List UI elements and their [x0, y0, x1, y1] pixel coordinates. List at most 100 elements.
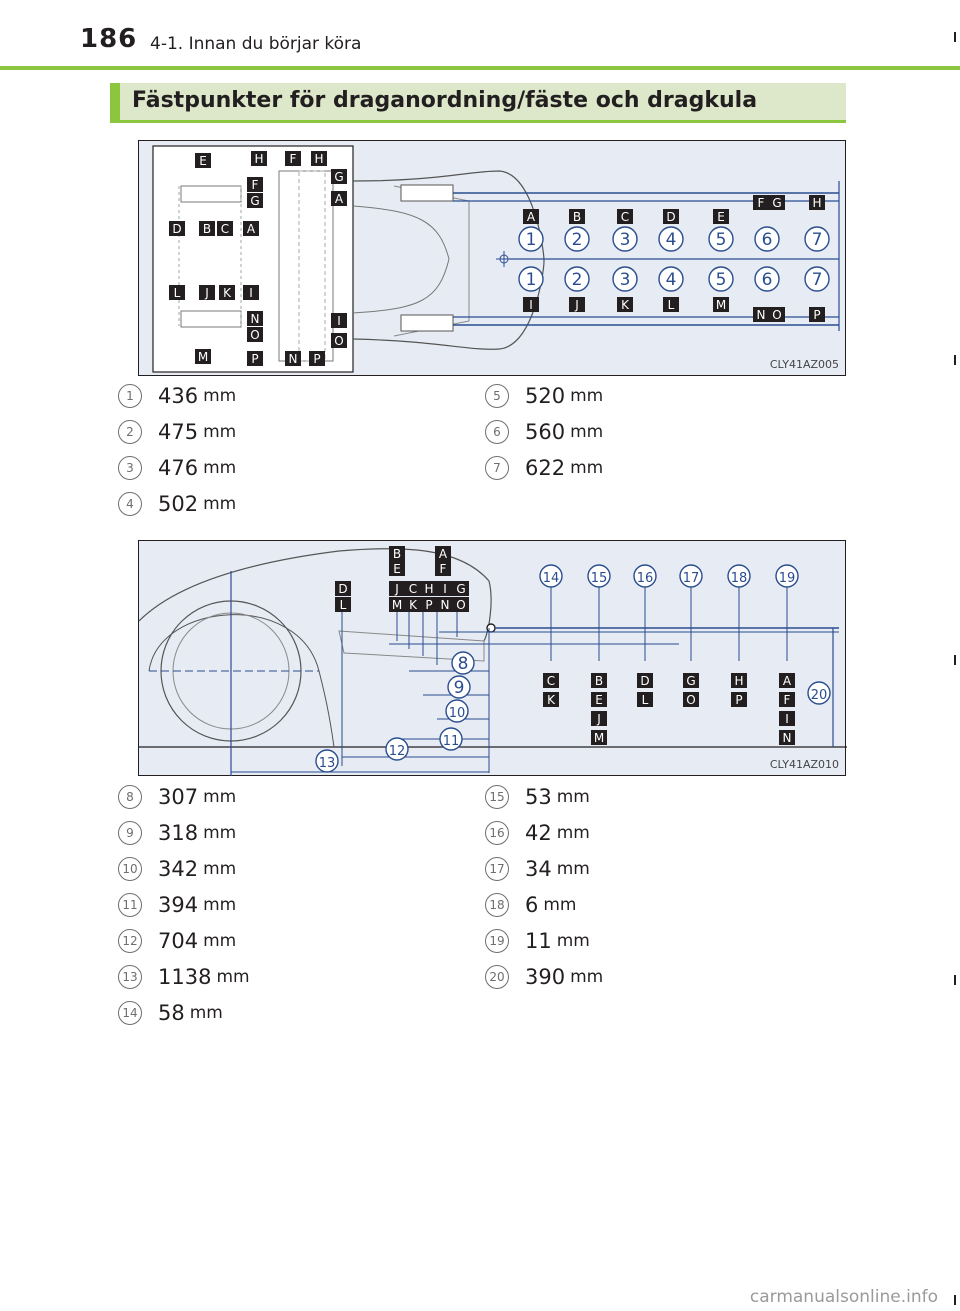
measurement-unit: mm	[570, 458, 604, 478]
measurement-number-badge: 2	[118, 420, 142, 444]
letter-label-box	[731, 692, 747, 707]
letter-label-box	[713, 209, 729, 224]
number-label: 3	[620, 270, 631, 290]
letter-label: C	[621, 210, 629, 224]
letter-label: N	[251, 312, 260, 326]
measurement-value: 42	[525, 821, 552, 845]
measurement-4: 4 502 mm	[118, 490, 236, 518]
letter-label: G	[250, 194, 259, 208]
measurement-value: 53	[525, 785, 552, 809]
letter-label: E	[199, 154, 207, 168]
number-label: 11	[443, 734, 460, 749]
letter-label: J	[204, 286, 209, 300]
number-label-circle	[385, 737, 409, 761]
measurement-unit: mm	[570, 967, 604, 987]
measurement-14: 14 58 mm	[118, 999, 223, 1027]
measurement-value: 560	[525, 420, 566, 444]
number-label: 14	[543, 571, 560, 586]
letter-label-box	[331, 169, 347, 184]
letter-label-box	[285, 351, 301, 366]
letter-label: N	[289, 352, 298, 366]
measurement-value: 622	[525, 456, 566, 480]
measurement-number-badge: 19	[485, 929, 509, 953]
measurement-unit: mm	[203, 458, 237, 478]
letter-label-box	[753, 307, 769, 322]
measurement-number-badge: 3	[118, 456, 142, 480]
letter-label: H	[812, 196, 821, 210]
letter-label: F	[252, 178, 259, 192]
letter-label: H	[314, 152, 323, 166]
measurement-unit: mm	[570, 422, 604, 442]
measurement-number-badge: 10	[118, 857, 142, 881]
letter-label: I	[443, 582, 447, 596]
letter-label-box	[569, 209, 585, 224]
letter-label: L	[174, 286, 181, 300]
measurement-2: 2 475 mm	[118, 418, 236, 446]
letter-label: J	[394, 582, 399, 596]
measurement-value: 34	[525, 857, 552, 881]
letter-label: A	[335, 192, 344, 206]
breadcrumb: 4-1. Innan du börjar köra	[150, 34, 362, 54]
letter-label-box	[543, 673, 559, 688]
letter-label-box	[683, 673, 699, 688]
measurement-value: 307	[158, 785, 199, 809]
number-label: 3	[620, 230, 631, 250]
number-label: 9	[454, 678, 465, 698]
measurement-value: 58	[158, 1001, 185, 1025]
letter-label-box	[437, 581, 453, 596]
letter-label-box	[543, 692, 559, 707]
letter-label: G	[772, 196, 781, 210]
letter-label: G	[456, 582, 465, 596]
letter-label-box	[591, 730, 607, 745]
number-label-circle	[439, 727, 463, 751]
measurement-number-badge: 12	[118, 929, 142, 953]
number-label: 1	[526, 270, 537, 290]
letter-label-box	[421, 581, 437, 596]
letter-label-box	[243, 285, 259, 300]
letter-label: P	[425, 598, 432, 612]
number-label-circle	[658, 266, 684, 292]
letter-label: F	[440, 562, 447, 576]
letter-label-box	[405, 597, 421, 612]
page-number: 186	[80, 24, 138, 54]
number-label-circle	[564, 266, 590, 292]
number-label: 4	[666, 270, 677, 290]
margin-ticks	[948, 0, 960, 1311]
letter-label: H	[254, 152, 263, 166]
measurement-number-badge: 15	[485, 785, 509, 809]
letter-label-box	[247, 177, 263, 192]
letter-label-box	[199, 285, 215, 300]
letter-label-box	[523, 297, 539, 312]
measurement-18: 18 6 mm	[485, 891, 577, 919]
letter-label: G	[686, 674, 695, 688]
figure-code: CLY41AZ010	[769, 758, 839, 771]
letter-label-box	[331, 333, 347, 348]
letter-label: B	[203, 222, 211, 236]
measurement-value: 6	[525, 893, 539, 917]
letter-label: M	[198, 350, 208, 364]
measurement-number-badge: 13	[118, 965, 142, 989]
letter-label-box	[219, 285, 235, 300]
number-label: 7	[812, 230, 823, 250]
number-label: 16	[637, 571, 654, 586]
measurement-value: 476	[158, 456, 199, 480]
measurement-value: 394	[158, 893, 199, 917]
number-label-circle	[539, 564, 563, 588]
number-label: 5	[716, 230, 727, 250]
letter-label-box	[309, 351, 325, 366]
number-label: 5	[716, 270, 727, 290]
letter-label-box	[523, 209, 539, 224]
measurement-unit: mm	[203, 931, 237, 951]
number-label-circle	[708, 266, 734, 292]
letter-label-box	[779, 730, 795, 745]
measurement-unit: mm	[189, 1003, 223, 1023]
letter-label: E	[717, 210, 725, 224]
letter-label: L	[340, 598, 347, 612]
measurement-value: 342	[158, 857, 199, 881]
letter-label: I	[249, 286, 253, 300]
measurement-unit: mm	[203, 895, 237, 915]
measurement-1: 1 436 mm	[118, 382, 236, 410]
letter-label-box	[731, 673, 747, 688]
letter-label: O	[772, 308, 781, 322]
